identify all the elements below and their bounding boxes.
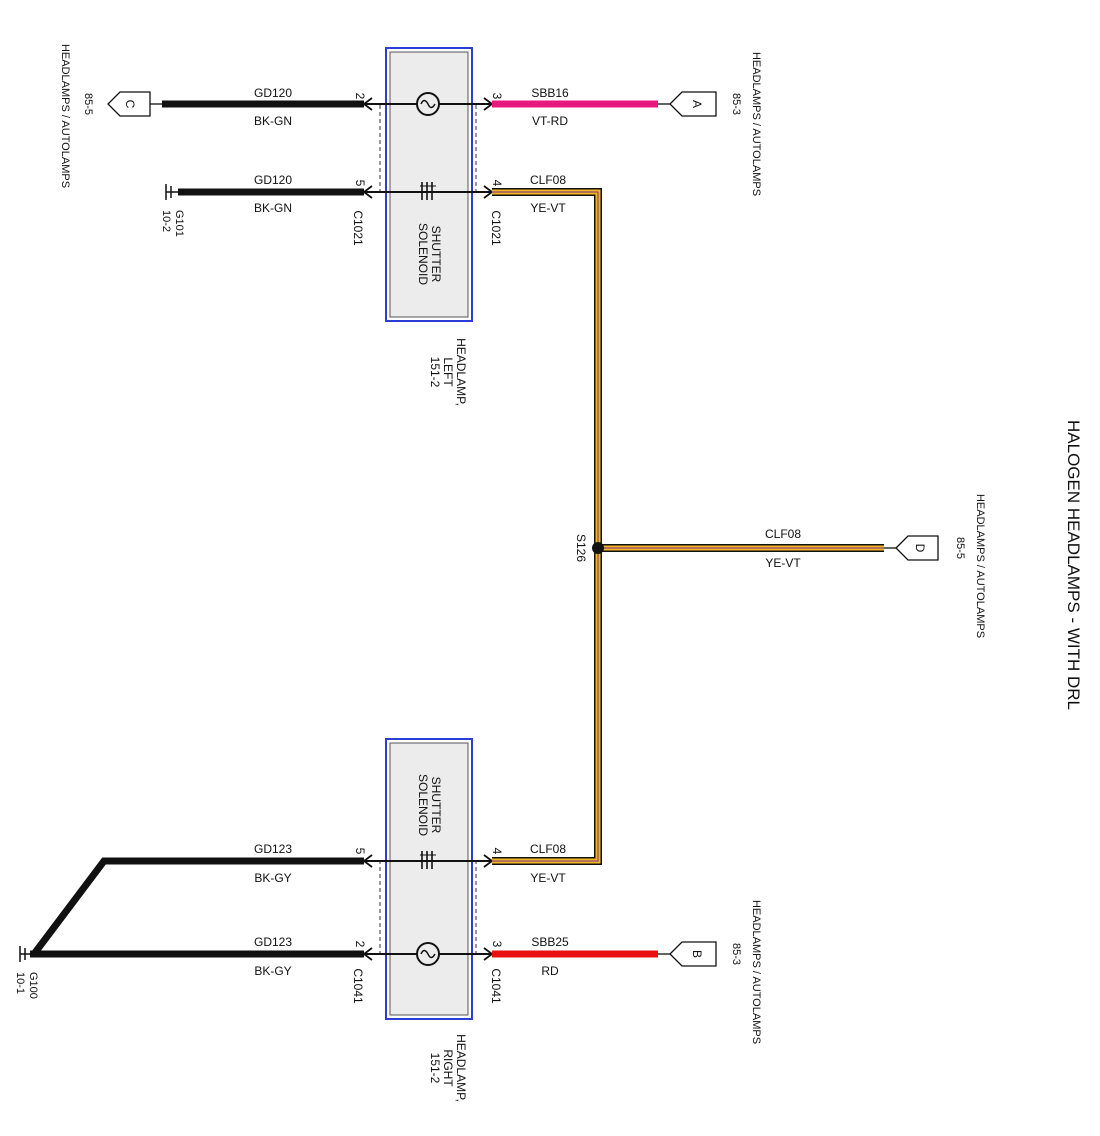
offpage-ref: 85-5 <box>82 93 94 115</box>
connector-id: C1021 <box>351 210 365 246</box>
pin-number: 2 <box>353 93 367 100</box>
pin-number: 2 <box>353 941 367 948</box>
offpage-tag-icon <box>107 91 151 117</box>
wire-violet-tracer <box>492 191 599 862</box>
pin-number: 4 <box>490 180 504 187</box>
circuit-id: CLF08 <box>765 527 801 541</box>
pin-number: 3 <box>490 93 504 100</box>
offpage-letter: A <box>690 100 704 108</box>
bulb-filament-icon <box>420 949 436 959</box>
circuit-id: GD120 <box>254 173 292 187</box>
splice-s126: S126 <box>574 534 604 562</box>
wire-color-code: BK-GN <box>254 114 292 128</box>
circuit-id: CLF08 <box>530 842 566 856</box>
connector-id: C1021 <box>489 210 503 246</box>
solenoid-coil-icon <box>421 851 433 869</box>
offpage-connector-d: D 85-5 HEADLAMPS / AUTOLAMPS <box>884 494 986 638</box>
offpage-connector-c: C 85-5 HEADLAMPS / AUTOLAMPS <box>59 44 162 188</box>
offpage-target: HEADLAMPS / AUTOLAMPS <box>974 494 986 638</box>
diagram-title: HALOGEN HEADLAMPS - WITH DRL <box>1064 420 1083 710</box>
circuit-id: GD123 <box>254 935 292 949</box>
offpage-tag-icon <box>669 91 717 117</box>
offpage-ref: 85-3 <box>730 943 742 965</box>
ground-id: G101 <box>173 210 185 237</box>
inner-label-line2: SOLENOID <box>416 223 430 285</box>
headlamp-right-outline <box>385 738 473 1020</box>
wire-yellow-outline <box>492 188 602 865</box>
offpage-tag-icon <box>895 535 939 561</box>
ground-g100: G100 10-1 <box>14 946 39 999</box>
wire-sbb16-pin3: SBB16 VT-RD <box>492 86 658 128</box>
wire-color-code: YE-VT <box>765 556 801 570</box>
ground-id: G100 <box>27 972 39 999</box>
bulb-filament-icon <box>420 99 436 109</box>
wire-gd120-pin5: GD120 BK-GN <box>178 173 364 215</box>
pin-number: 5 <box>353 180 367 187</box>
wire-color-code: RD <box>541 964 559 978</box>
headlamp-right: 5 4 2 3 C1041 C1041 SHUTTER SOLENOID HEA… <box>351 738 504 1102</box>
pin-number: 3 <box>490 941 504 948</box>
wire-color-code: BK-GY <box>254 871 291 885</box>
inner-label-line1: SHUTTER <box>429 777 443 834</box>
component-name-line1: HEADLAMP, <box>454 1034 468 1102</box>
component-name-line2: RIGHT <box>441 1049 455 1087</box>
wire-color-code: BK-GY <box>254 964 291 978</box>
ground-g101: G101 10-2 <box>160 184 185 237</box>
circuit-id: SBB25 <box>531 935 569 949</box>
headlamp-left: 2 3 5 4 C1021 C1021 SHUTTER SOLENOID HEA… <box>351 47 504 406</box>
wire-gd120-pin2: GD120 BK-GN <box>162 86 364 128</box>
inner-label-line1: SHUTTER <box>429 226 443 283</box>
wire-gd123-pin5: GD123 BK-GY <box>31 842 364 957</box>
offpage-tag-icon <box>669 941 717 967</box>
offpage-ref: 85-3 <box>730 93 742 115</box>
offpage-connector-b: B 85-3 HEADLAMPS / AUTOLAMPS <box>658 900 762 1044</box>
wire-clf08-to-d: CLF08 YE-VT <box>598 527 884 570</box>
offpage-connector-a: A 85-3 HEADLAMPS / AUTOLAMPS <box>658 52 762 196</box>
wire-color-code: VT-RD <box>532 114 568 128</box>
splice-dot-icon <box>592 542 604 554</box>
wire-color-code: YE-VT <box>530 201 566 215</box>
circuit-id: GD120 <box>254 86 292 100</box>
splice-id: S126 <box>574 534 588 562</box>
diagram-title-group: HALOGEN HEADLAMPS - WITH DRL <box>1064 420 1083 710</box>
connector-id: C1041 <box>351 968 365 1004</box>
circuit-id: SBB16 <box>531 86 569 100</box>
wire-black <box>31 857 364 957</box>
headlamp-left-outline <box>385 47 473 322</box>
wire-color-code: BK-GN <box>254 201 292 215</box>
inner-label-line2: SOLENOID <box>416 774 430 836</box>
component-name-line1: HEADLAMP, <box>454 338 468 406</box>
wire-gd123-pin2: GD123 BK-GY <box>30 935 364 978</box>
connector-id: C1041 <box>489 968 503 1004</box>
circuit-id: CLF08 <box>530 173 566 187</box>
ground-ref: 10-2 <box>160 210 172 232</box>
pin-number: 5 <box>353 848 367 855</box>
offpage-letter: C <box>123 100 137 109</box>
offpage-target: HEADLAMPS / AUTOLAMPS <box>750 900 762 1044</box>
solenoid-coil-icon <box>421 182 433 200</box>
component-ref: 151-2 <box>428 1053 442 1084</box>
wire-color-code: YE-VT <box>530 871 566 885</box>
component-name-line2: LEFT <box>441 357 455 387</box>
offpage-target: HEADLAMPS / AUTOLAMPS <box>750 52 762 196</box>
offpage-ref: 85-5 <box>954 537 966 559</box>
pin-number: 4 <box>490 848 504 855</box>
headlamp-right-body <box>389 742 469 1016</box>
ground-icon <box>165 184 178 200</box>
wire-yellow <box>492 189 601 864</box>
offpage-letter: B <box>690 950 704 958</box>
ground-icon <box>19 946 30 962</box>
wire-clf08-trunk: CLF08 YE-VT CLF08 YE-VT <box>492 173 602 885</box>
wire-sbb25-pin3: SBB25 RD <box>492 935 658 978</box>
offpage-target: HEADLAMPS / AUTOLAMPS <box>59 44 71 188</box>
ground-ref: 10-1 <box>14 972 26 994</box>
offpage-letter: D <box>913 544 927 553</box>
circuit-id: GD123 <box>254 842 292 856</box>
component-ref: 151-2 <box>428 357 442 388</box>
